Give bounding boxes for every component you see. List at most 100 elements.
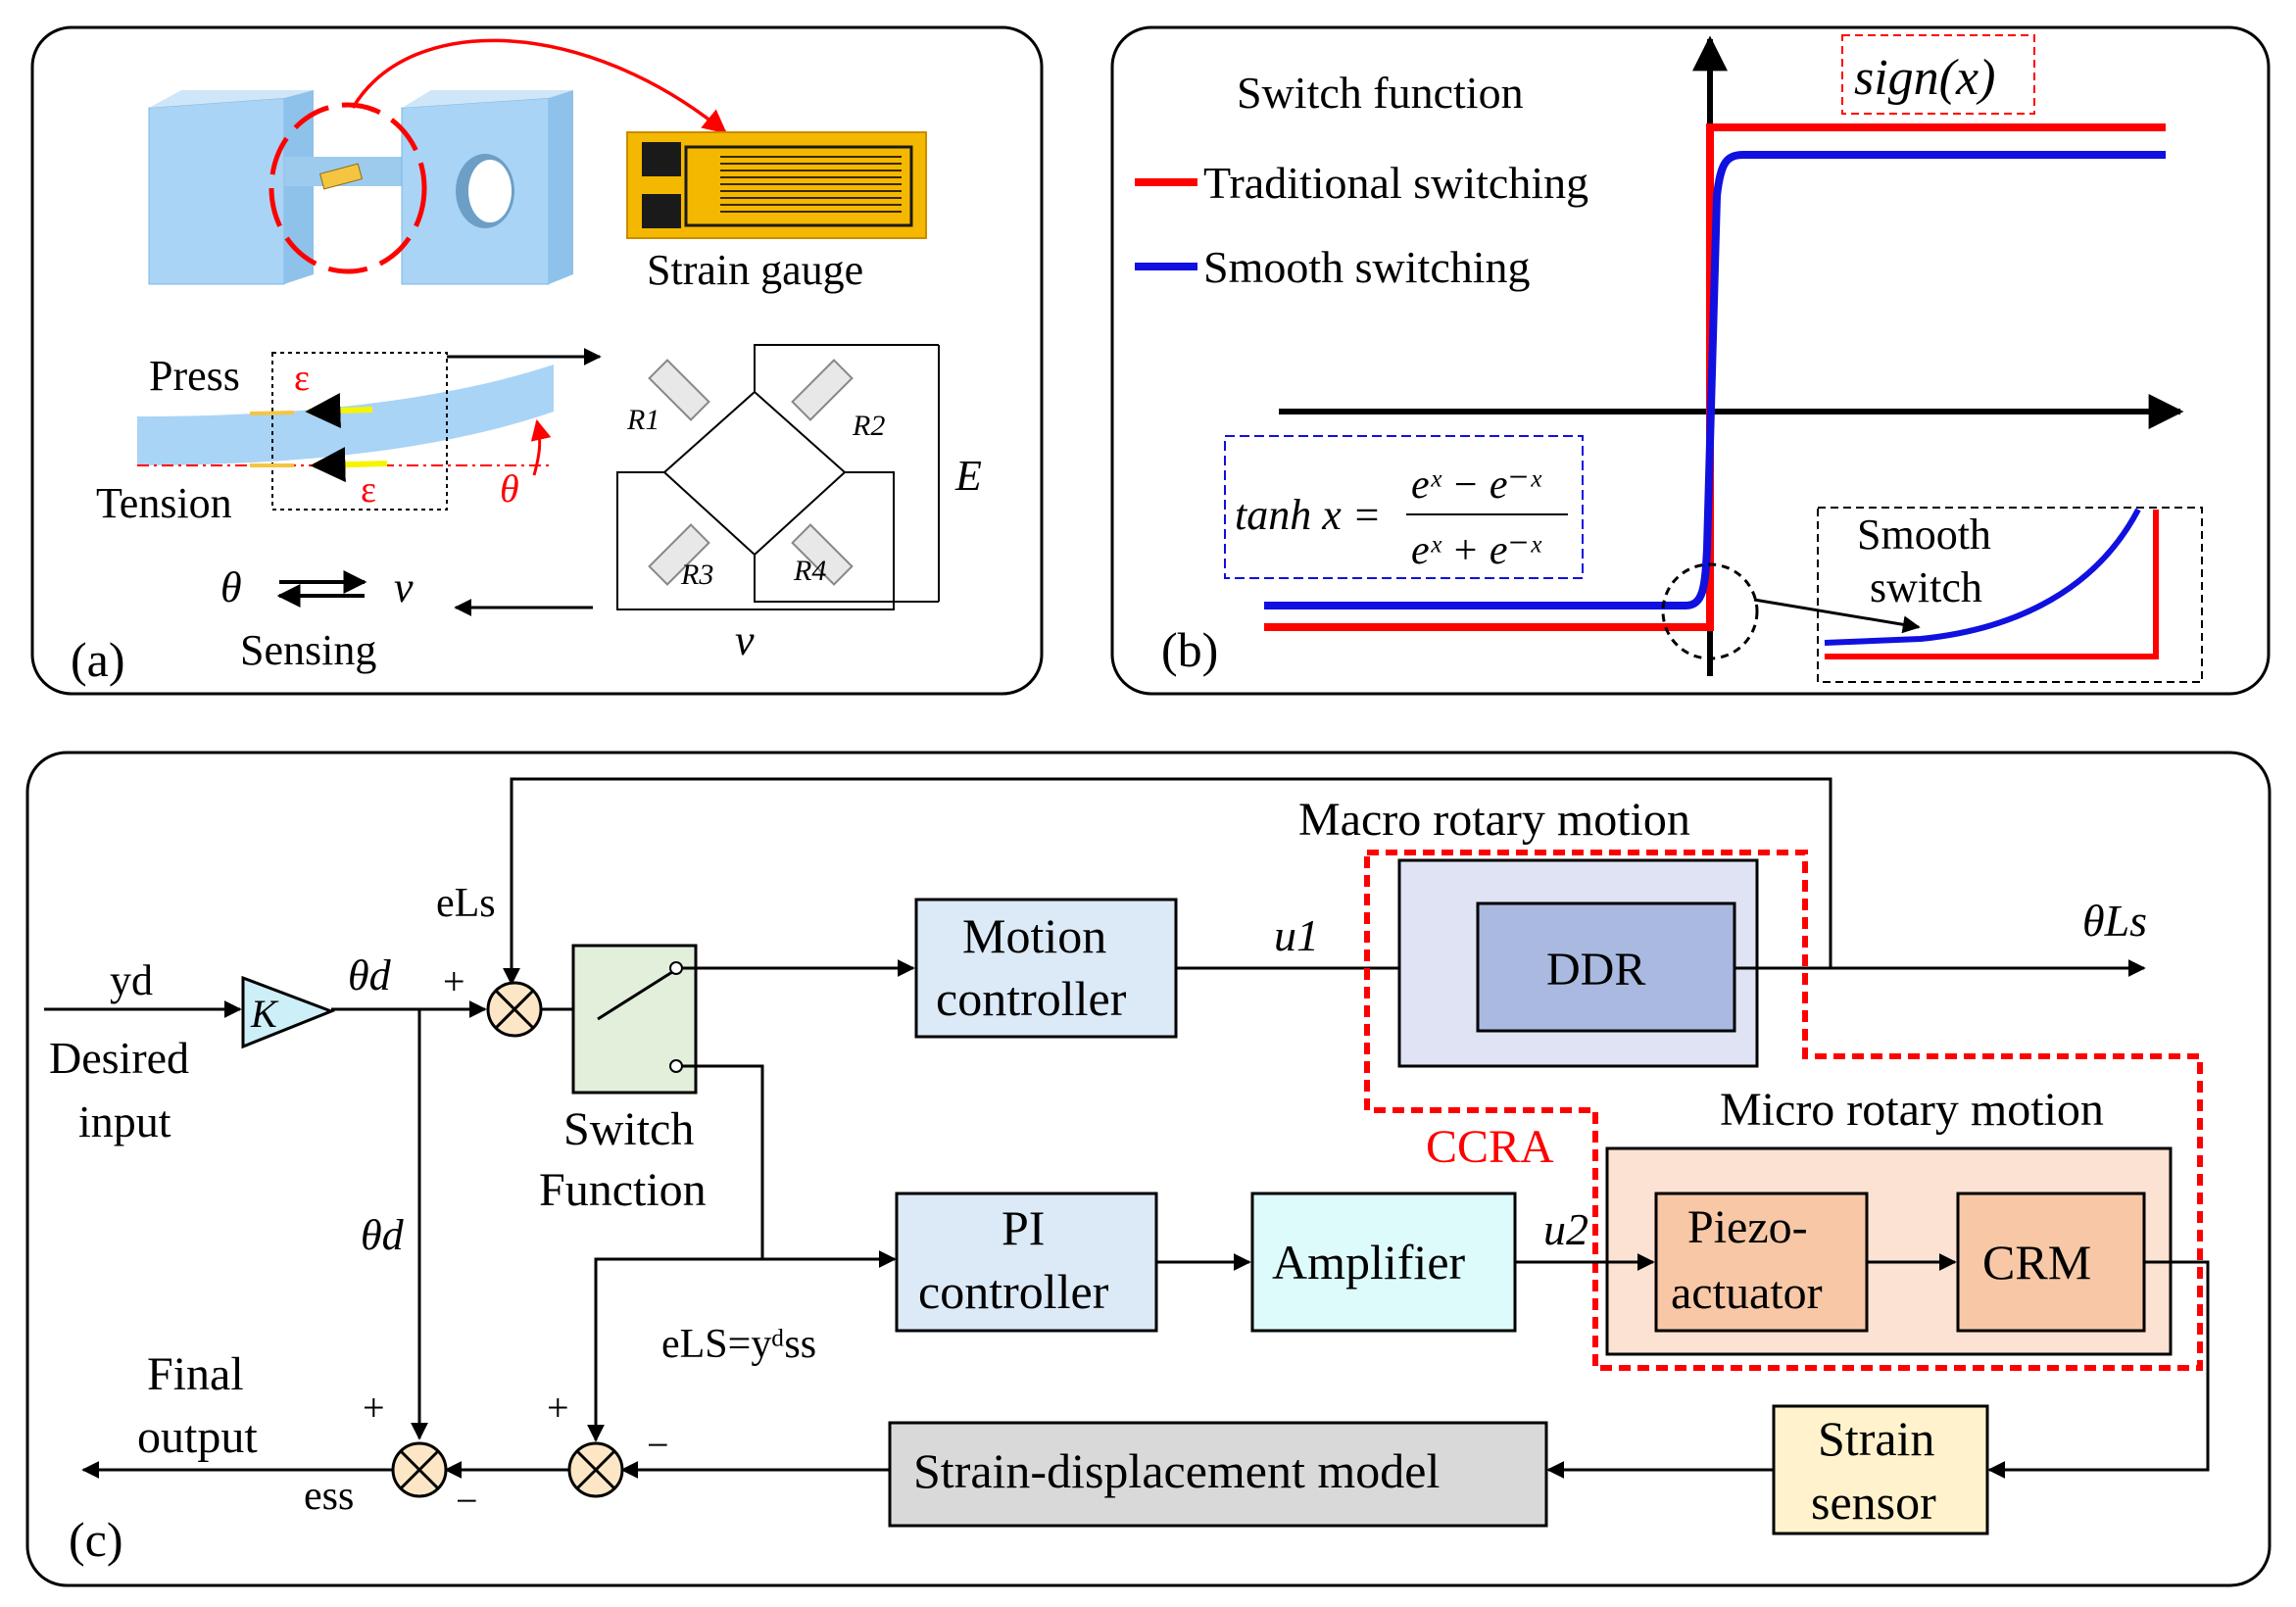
final-output-line2: output <box>137 1411 258 1463</box>
highlight-ellipse <box>269 102 427 274</box>
pi-controller-line2: controller <box>918 1264 1109 1319</box>
tanh-lhs: tanh x = <box>1235 491 1381 539</box>
sum-junction-top <box>486 981 543 1038</box>
crm-to-sensor-line <box>1987 1260 2210 1479</box>
theta-d-left-label: θd <box>361 1211 405 1259</box>
strain-sensor-line2: sensor <box>1811 1475 1936 1530</box>
strain-gauge-image <box>626 131 927 239</box>
sign-box <box>1841 34 2035 115</box>
minus-sign-left: − <box>456 1479 478 1523</box>
desired-input-line2: input <box>78 1096 171 1146</box>
gain-label: K <box>250 992 279 1036</box>
inset-box <box>1817 507 2203 683</box>
tension-label: Tension <box>96 479 232 527</box>
plus-sign-top: + <box>443 959 465 1003</box>
strain-model-block <box>888 1421 1548 1528</box>
strain-arrows <box>249 393 388 483</box>
plus-sign-left: + <box>363 1386 385 1430</box>
micro-title: Micro rotary motion <box>1720 1084 2104 1136</box>
amplifier-label: Amplifier <box>1272 1235 1466 1290</box>
u1-label: u1 <box>1274 910 1319 960</box>
e-label: E <box>954 452 982 500</box>
legend-smooth: Smooth switching <box>1203 242 1531 292</box>
strain-model-label: Strain-displacement model <box>913 1443 1440 1498</box>
inset-label-1: Smooth <box>1857 511 1991 559</box>
theta-label: θ <box>500 466 519 511</box>
switch-zoom-arrow <box>1753 598 1921 634</box>
switch-contact-top <box>669 961 683 975</box>
zoom-frame <box>271 352 448 511</box>
crm-label: CRM <box>1982 1235 2091 1290</box>
e-ls-equation-label: eLS=yᵈss <box>661 1322 816 1367</box>
panel-a-frame <box>30 25 1044 696</box>
switch-contact-bottom <box>669 1059 683 1073</box>
piezo-line2: actuator <box>1671 1267 1823 1319</box>
macro-title: Macro rotary motion <box>1298 794 1690 846</box>
amplifier-block <box>1250 1192 1517 1333</box>
final-output-line1: Final <box>147 1348 244 1400</box>
switch-zoom-circle <box>1661 562 1759 660</box>
crm-block <box>1956 1192 2146 1333</box>
sign-label: sign(x) <box>1854 50 1995 106</box>
macro-feedback-line <box>503 777 1832 986</box>
ddr-label: DDR <box>1546 944 1645 996</box>
sensing-theta: θ <box>220 563 242 611</box>
resistor-r2 <box>791 359 854 421</box>
panel-a: Strain gauge Press Tension ε ε θ <box>30 25 1044 696</box>
motion-controller-block <box>914 898 1178 1039</box>
r3-label: R3 <box>680 559 713 591</box>
sum-junction-right <box>567 1441 624 1498</box>
gain-block <box>241 975 336 1049</box>
motion-controller-line2: controller <box>936 971 1127 1026</box>
smooth-switch-curve <box>1264 151 2166 609</box>
piezo-line1: Piezo- <box>1687 1201 1808 1253</box>
desired-input-line1: Desired <box>49 1033 189 1083</box>
e-ls-top-label: eLs <box>436 881 496 926</box>
equilibrium-arrows <box>276 570 367 608</box>
switch-label-1: Switch <box>563 1103 694 1155</box>
e-ls-branch-line <box>587 1257 762 1442</box>
legend-traditional: Traditional switching <box>1203 158 1588 208</box>
panel-b-label: (b) <box>1161 622 1218 677</box>
sum-junction-left <box>391 1441 448 1498</box>
strain-gauge-label: Strain gauge <box>647 246 863 294</box>
epsilon-top: ε <box>294 358 310 399</box>
minus-sign-right: − <box>647 1423 669 1467</box>
piezo-block <box>1654 1192 1869 1333</box>
panel-b: Switch function Traditional switching Sm… <box>1110 25 2271 696</box>
inset-label-2: switch <box>1870 563 1982 611</box>
sensing-v: v <box>394 563 414 611</box>
v-label: v <box>735 616 755 664</box>
switch-to-pi-line <box>682 1064 897 1268</box>
tanh-numerator: eˣ − e⁻ˣ <box>1411 463 1542 508</box>
theta-ls-label: θLs <box>2082 896 2147 946</box>
u2-label: u2 <box>1543 1204 1588 1254</box>
switch-label-2: Function <box>539 1164 707 1216</box>
wheatstone-bridge <box>616 344 940 610</box>
pi-controller-block <box>895 1192 1158 1333</box>
e-ss-label: ess <box>304 1474 354 1519</box>
ccra-outline <box>1364 850 2203 1371</box>
epsilon-bottom: ε <box>361 469 376 511</box>
sensing-label: Sensing <box>240 626 376 674</box>
switch-lever <box>597 970 673 1021</box>
legend-title: Switch function <box>1237 68 1524 118</box>
resistor-r3 <box>648 523 710 586</box>
ccra-label: CCRA <box>1426 1121 1554 1173</box>
r2-label: R2 <box>852 410 885 442</box>
motion-controller-line1: Motion <box>962 908 1106 963</box>
pi-controller-line1: PI <box>1001 1200 1045 1255</box>
resistor-r4 <box>791 523 854 586</box>
theta-d-top-label: θd <box>348 951 392 999</box>
r1-label: R1 <box>626 404 659 436</box>
r4-label: R4 <box>793 555 826 587</box>
press-label: Press <box>149 352 240 400</box>
plus-sign-right: + <box>547 1386 569 1430</box>
panel-c-frame <box>25 751 2272 1587</box>
resistor-r1 <box>648 359 710 421</box>
panel-a-label: (a) <box>71 632 125 687</box>
inset-smooth-curve <box>1824 508 2141 646</box>
yd-label: yd <box>110 956 153 1004</box>
inset-traditional-curve <box>1825 510 2159 659</box>
